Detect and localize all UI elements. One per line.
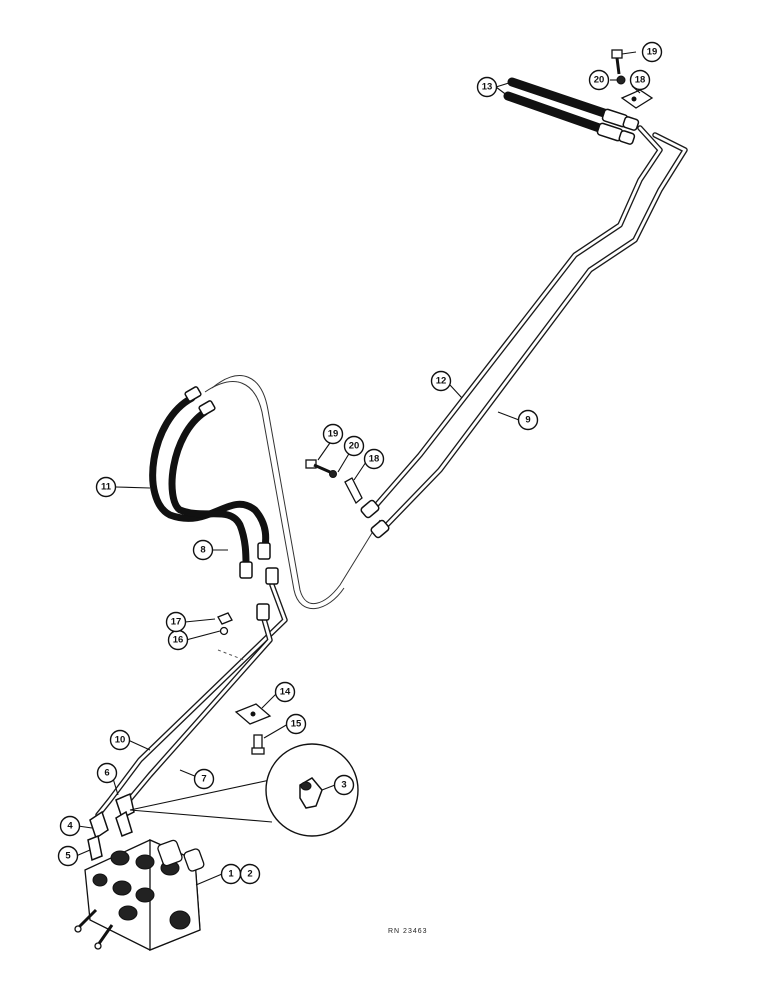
callout-3: 3 [333, 774, 355, 796]
callout-18-upper: 18 [629, 69, 651, 91]
svg-text:11: 11 [101, 482, 112, 493]
svg-text:2: 2 [247, 869, 252, 880]
hoses-13 [503, 77, 640, 145]
callout-18-mid: 18 [363, 448, 385, 470]
svg-text:18: 18 [635, 75, 646, 86]
leader-lines [75, 51, 641, 886]
tube-9 [379, 132, 688, 533]
callout-9: 9 [517, 409, 539, 431]
svg-text:19: 19 [647, 47, 658, 58]
tube-7 [122, 609, 273, 808]
svg-text:14: 14 [280, 687, 291, 698]
phantom-routing-line [211, 375, 381, 605]
callout-10: 10 [109, 729, 131, 751]
svg-text:16: 16 [173, 635, 184, 646]
callout-20-upper: 20 [588, 69, 610, 91]
callout-8: 8 [192, 539, 214, 561]
callout-2: 2 [239, 863, 261, 885]
reference-number: RN 23463 [388, 928, 428, 935]
callout-16: 16 [167, 629, 189, 651]
phantom-routing-line-inner [204, 381, 345, 609]
elbow-fittings [87, 792, 135, 862]
control-valve-body [74, 838, 205, 951]
tube-12 [369, 125, 663, 513]
svg-text:13: 13 [482, 82, 493, 93]
hose-11 [149, 386, 271, 560]
callout-7: 7 [193, 768, 215, 790]
svg-text:5: 5 [65, 851, 71, 862]
svg-text:12: 12 [436, 376, 447, 387]
svg-text:4: 4 [67, 821, 73, 832]
svg-text:1: 1 [228, 869, 234, 880]
tube-nut-fittings-mid [360, 499, 390, 539]
callout-1: 1 [220, 863, 242, 885]
svg-text:3: 3 [341, 780, 346, 791]
callout-5: 5 [57, 845, 79, 867]
tube-10 [95, 582, 288, 818]
callout-15: 15 [285, 713, 307, 735]
callout-13: 13 [476, 76, 498, 98]
svg-text:7: 7 [201, 774, 206, 785]
callout-14: 14 [274, 681, 296, 703]
svg-text:10: 10 [115, 735, 126, 746]
detail-inset-elbow-3 [129, 743, 359, 837]
callout-11: 11 [95, 476, 117, 498]
callout-20-mid: 20 [343, 435, 365, 457]
tube-nut-fittings-lower [256, 567, 279, 621]
svg-text:8: 8 [200, 545, 205, 556]
callout-4: 4 [59, 815, 81, 837]
callout-19-upper: 19 [641, 41, 663, 63]
svg-text:6: 6 [104, 768, 109, 779]
svg-text:20: 20 [594, 75, 605, 86]
callout-19-mid: 19 [322, 423, 344, 445]
hose-8 [168, 400, 253, 579]
svg-text:15: 15 [291, 719, 302, 730]
svg-text:18: 18 [369, 454, 380, 465]
svg-text:19: 19 [328, 429, 339, 440]
svg-text:17: 17 [171, 617, 182, 628]
callout-12: 12 [430, 370, 452, 392]
svg-text:20: 20 [349, 441, 360, 452]
callout-6: 6 [96, 762, 118, 784]
mid-clamp-assembly [305, 459, 363, 505]
svg-text:9: 9 [525, 415, 530, 426]
callout-17: 17 [165, 611, 187, 633]
lower-clamp-assembly [217, 612, 272, 755]
